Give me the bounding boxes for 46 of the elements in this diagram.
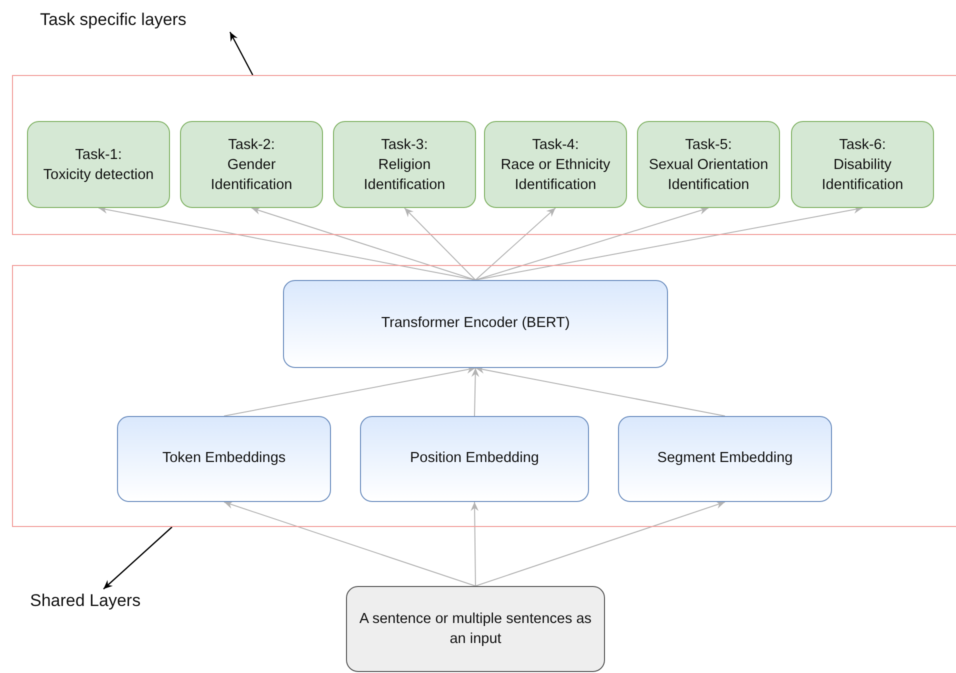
- arrow: [251, 206, 476, 280]
- task-box: [791, 121, 934, 208]
- process-box: [117, 416, 331, 502]
- node-text: Position Embedding: [410, 449, 539, 468]
- arrow: [475, 206, 863, 280]
- arrow: [475, 206, 709, 280]
- node-text: Task-1:: [75, 146, 122, 164]
- node-text: Task-5:: [685, 136, 732, 154]
- node-text: Task-2:: [228, 136, 275, 154]
- process-box: [360, 416, 589, 502]
- task-box: [27, 121, 170, 208]
- node-text: Disability Identification: [820, 156, 904, 194]
- node-text: Task-3:: [381, 136, 428, 154]
- task-box: [484, 121, 627, 208]
- node-text: Segment Embedding: [657, 449, 793, 468]
- annotation-text: Shared Layers: [30, 590, 141, 612]
- arrow: [98, 206, 476, 280]
- arrow: [103, 526, 172, 590]
- input-box: [346, 586, 605, 672]
- node-text: Task-4:: [532, 136, 579, 154]
- task-box: [637, 121, 780, 208]
- task-box: [180, 121, 323, 208]
- task-box: [333, 121, 476, 208]
- arrow: [475, 366, 726, 416]
- arrow: [475, 208, 556, 280]
- layer-group-frame: [12, 75, 956, 235]
- arrow: [229, 32, 254, 76]
- node-text: Gender Identification: [210, 156, 294, 194]
- annotation-text: Task specific layers: [40, 9, 186, 32]
- node-text: Token Embeddings: [162, 449, 286, 468]
- node-text: Religion Identification: [362, 156, 446, 194]
- node-text: A sentence or multiple sentences as an input: [358, 610, 593, 649]
- node-text: Race or Ethnicity Identification: [500, 156, 612, 194]
- arrow: [404, 208, 476, 280]
- arrow: [475, 501, 726, 586]
- arrow: [470, 502, 479, 586]
- process-box: [283, 280, 668, 368]
- arrow: [224, 501, 476, 586]
- node-text: Sexual Orientation Identification: [648, 156, 770, 194]
- node-text: Transformer Encoder (BERT): [381, 314, 570, 334]
- node-text: Toxicity detection: [43, 166, 154, 184]
- process-box: [618, 416, 832, 502]
- node-text: Task-6:: [839, 136, 886, 154]
- arrow: [471, 368, 480, 416]
- layer-group-frame: [12, 265, 956, 527]
- arrow: [224, 366, 476, 416]
